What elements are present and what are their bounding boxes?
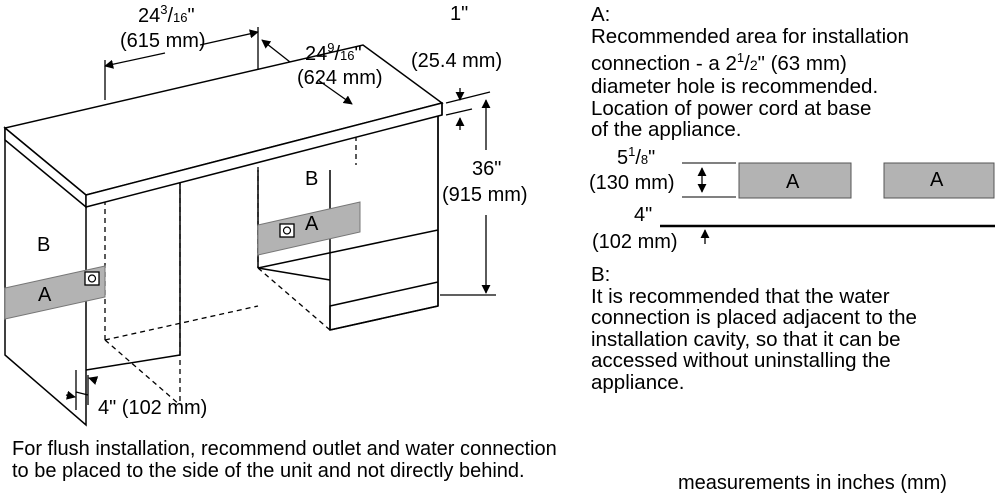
note-a-line: diameter hole is recommended. (591, 75, 879, 99)
flush-note-line: For flush installation, recommend outlet… (12, 438, 557, 460)
detail-height-label: 51/8" (617, 144, 655, 169)
detail-elevation (660, 162, 995, 244)
detail-zone-label: A (786, 171, 800, 193)
depth-cabinet-mm: (615 mm) (120, 30, 206, 52)
zone-a-left (4, 265, 106, 320)
measurements-note: measurements in inches (mm) (678, 472, 947, 494)
toe-kick-dimension (65, 370, 99, 410)
note-a-line: connection - a 21/2" (63 mm) (591, 50, 847, 75)
countertop (3, 44, 444, 209)
zone-a-right (257, 201, 361, 256)
depth-top-label: 249/16" (305, 40, 362, 65)
top-thickness-inch: 1" (450, 3, 468, 25)
note-b-line: appliance. (591, 370, 685, 394)
note-b-line: installation cavity, so that it can be (591, 327, 901, 351)
detail-zone-a-1 (738, 162, 852, 199)
detail-height-mm: (130 mm) (589, 172, 675, 194)
zone-label-b-left: B (37, 234, 50, 256)
height-inch: 36" (472, 158, 501, 180)
depth-cabinet-label: 243/16" (138, 2, 195, 27)
note-a: A: Recommended area for installation con… (591, 4, 996, 141)
note-b-line: accessed without uninstalling the (591, 349, 891, 372)
right-cabinet (329, 103, 439, 331)
note-a-line: Location of power cord at base (591, 96, 872, 120)
height-dimension (440, 99, 496, 296)
zone-label-a-left: A (38, 284, 52, 306)
note-b-line: It is recommended that the water (591, 284, 890, 308)
depth-dimension-top (261, 39, 353, 105)
toe-kick-label: 4" (102 mm) (98, 397, 207, 419)
depth-top-mm: (624 mm) (297, 67, 383, 89)
outlet-icon (279, 223, 295, 238)
note-a-line: of the appliance. (591, 118, 742, 142)
top-thickness-dimension (445, 88, 491, 130)
top-thickness-mm: (25.4 mm) (411, 50, 502, 72)
height-mm: (915 mm) (442, 184, 528, 206)
detail-offset-inch: 4" (634, 204, 652, 226)
detail-zone-label: A (930, 169, 944, 191)
zone-label-a-right: A (305, 213, 319, 235)
note-a-label: A: (591, 3, 611, 26)
flush-installation-note: For flush installation, recommend outlet… (12, 438, 672, 482)
detail-zone-a-2 (883, 162, 995, 199)
zone-label-b-right: B (305, 168, 318, 190)
detail-offset-mm: (102 mm) (592, 231, 678, 253)
note-a-line: Recommended area for installation (591, 24, 909, 48)
outlet-icon (84, 271, 100, 286)
note-b: B: It is recommended that the water conn… (591, 264, 996, 393)
note-b-label: B: (591, 263, 611, 286)
depth-dimension-cabinet (104, 27, 259, 100)
flush-note-line: to be placed to the side of the unit and… (12, 460, 525, 482)
note-b-line: connection is placed adjacent to the (591, 306, 917, 329)
cabinet-edges (85, 170, 439, 371)
